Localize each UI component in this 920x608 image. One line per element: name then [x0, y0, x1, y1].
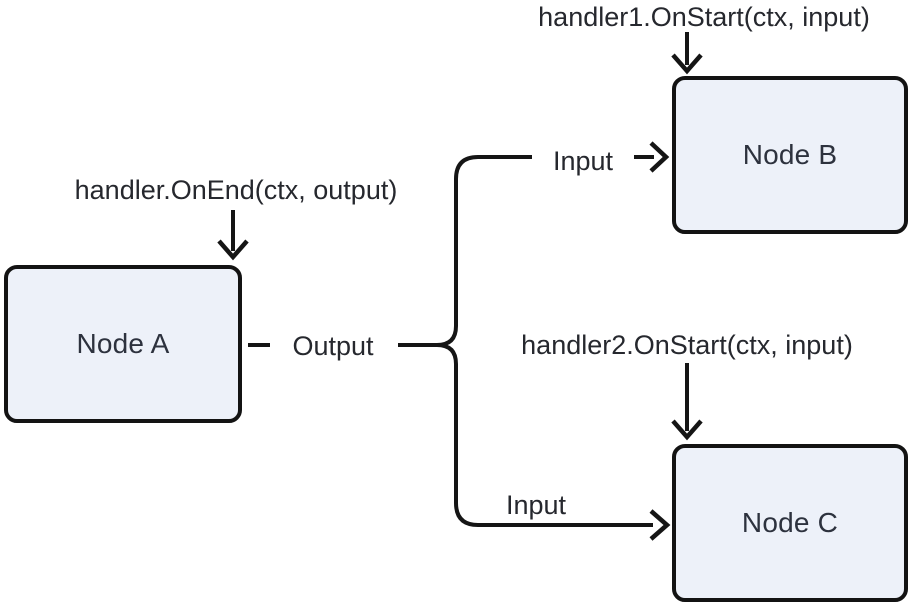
input-edge-label-top: Input — [552, 146, 614, 176]
fork-bottom-branch-connector — [436, 343, 671, 541]
node-c-label: Node C — [741, 507, 839, 538]
onstart2-down-arrow-icon — [671, 363, 703, 441]
onstart1-annotation: handler1.OnStart(ctx, input) — [538, 2, 870, 32]
node-b-box: Node B — [672, 76, 908, 234]
onend-annotation: handler.OnEnd(ctx, output) — [74, 175, 398, 205]
node-a-box: Node A — [4, 265, 242, 423]
onstart2-annotation: handler2.OnStart(ctx, input) — [521, 330, 853, 360]
onstart1-down-arrow-icon — [671, 32, 703, 75]
node-c-box: Node C — [672, 444, 908, 602]
input-top-arrow-icon — [634, 141, 670, 173]
node-b-label: Node B — [742, 139, 838, 170]
output-edge-label: Output — [292, 331, 374, 361]
input-edge-label-bottom: Input — [505, 490, 567, 520]
onend-down-arrow-icon — [217, 210, 249, 261]
node-a-label: Node A — [76, 328, 170, 359]
